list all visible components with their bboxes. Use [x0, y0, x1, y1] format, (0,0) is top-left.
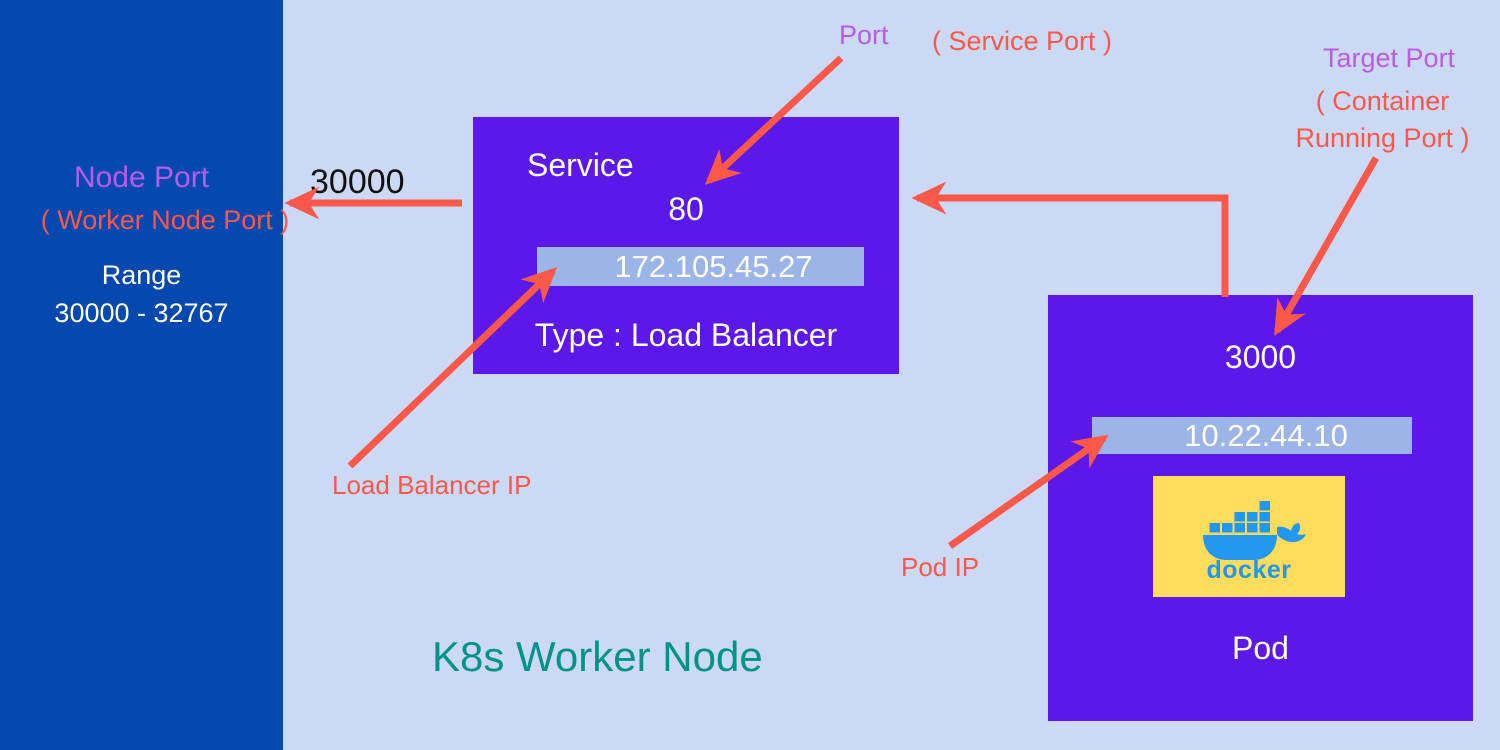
service-port-annotation-note: ( Service Port ) — [932, 26, 1113, 56]
pod-box: 3000 10.22.44.10 — [1048, 295, 1473, 721]
service-ip-value: 172.105.45.27 — [614, 248, 813, 284]
target-port-annotation-note: ( Container Running Port ) — [1295, 86, 1470, 154]
pod-ip-value: 10.22.44.10 — [1184, 417, 1348, 453]
port-range-value: 30000 - 32767 — [54, 298, 229, 328]
arrow-pod-to-service — [911, 181, 1229, 297]
service-box: Service 80 172.105.45.27 Type : Load Bal… — [473, 117, 899, 374]
worker-node-title: K8s Worker Node — [432, 633, 763, 680]
pod-target-port-value: 3000 — [1224, 339, 1297, 375]
service-type-value: Type : Load Balancer — [534, 317, 838, 353]
pod-label: Pod — [1232, 630, 1289, 666]
docker-logo-card: docker — [1153, 476, 1345, 597]
docker-logo-icon: docker — [1203, 500, 1306, 581]
target-port-annotation-label: Target Port — [1323, 43, 1456, 73]
nodeport-number: 30000 — [310, 163, 405, 201]
load-balancer-ip-annotation-label: Load Balancer IP — [332, 470, 532, 500]
pod-ip-bar: 10.22.44.10 — [1092, 417, 1412, 454]
service-ip-bar: 172.105.45.27 — [537, 247, 864, 286]
service-port-value: 80 — [668, 191, 704, 227]
port-annotation-label: Port — [839, 20, 889, 50]
node-port-label: Node Port — [73, 161, 210, 194]
docker-wordmark: docker — [1207, 556, 1292, 581]
worker-node-panel: Node Port ( Worker Node Port ) Range 300… — [0, 0, 289, 750]
worker-node-port-note: ( Worker Node Port ) — [40, 205, 290, 235]
service-title: Service — [527, 147, 634, 183]
port-range-title: Range — [101, 260, 182, 290]
pod-ip-annotation-label: Pod IP — [901, 552, 980, 582]
